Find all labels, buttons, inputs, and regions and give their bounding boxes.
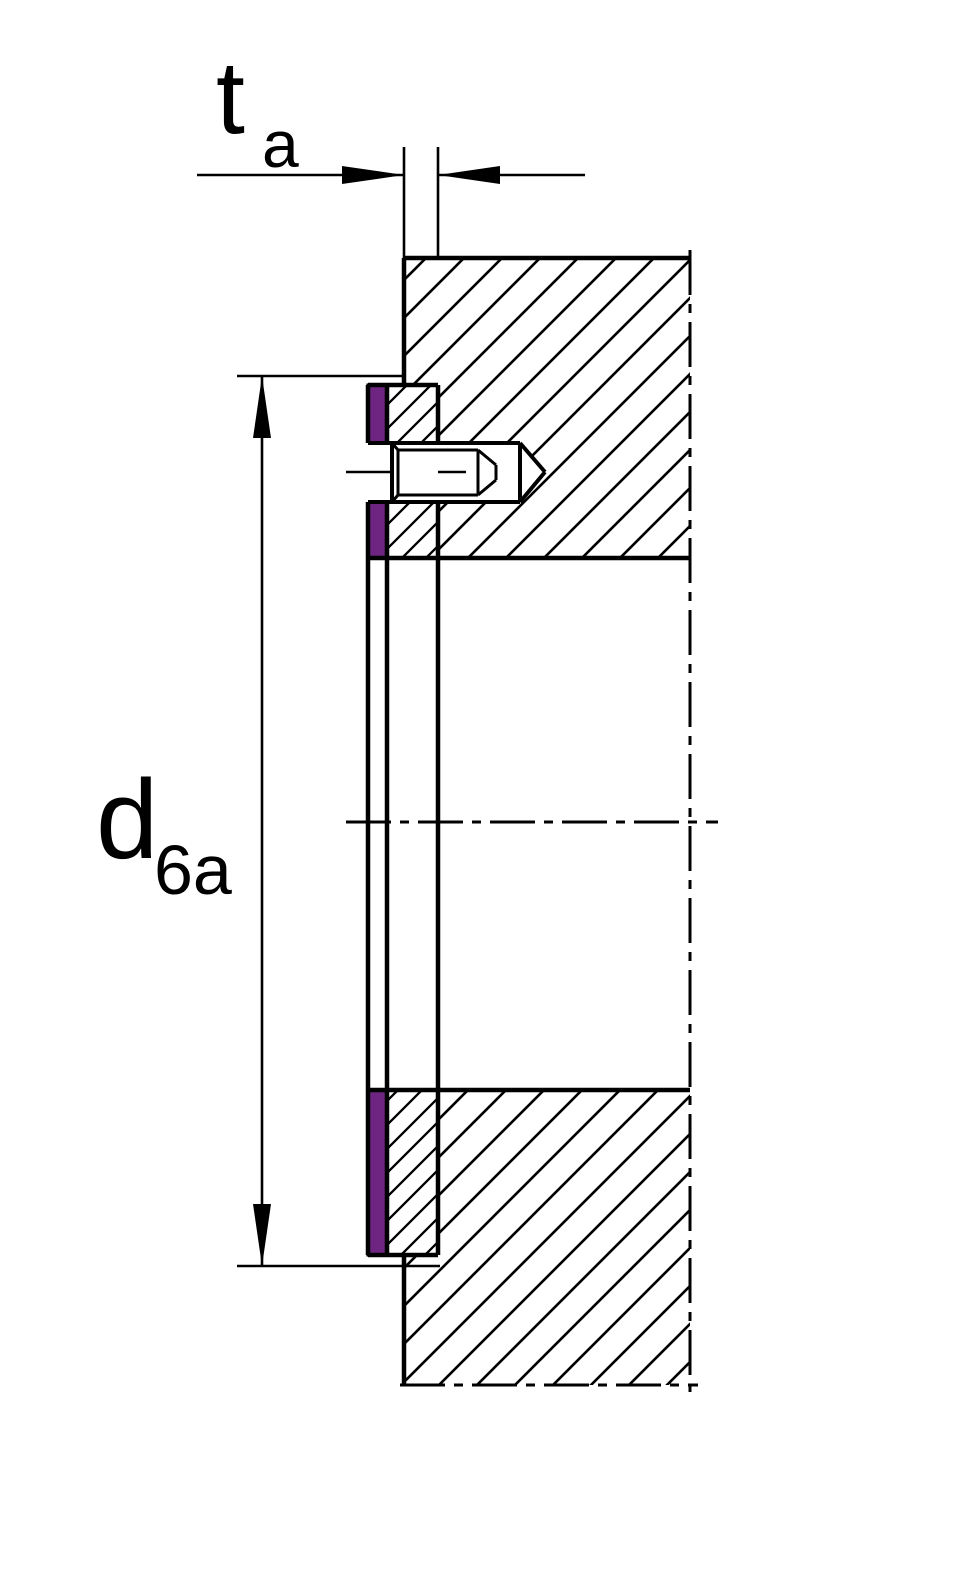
dimension-d6a: d 6a — [96, 374, 440, 1268]
washer-lower-section — [387, 1090, 438, 1255]
arrowhead-left-icon — [438, 166, 500, 184]
dimension-ta: t a — [197, 40, 585, 258]
label-d6a-base: d — [96, 757, 158, 882]
housing-lower-section — [404, 1090, 690, 1385]
label-ta-subscript: a — [262, 107, 299, 181]
label-ta-base: t — [216, 40, 245, 156]
label-d6a-subscript: 6a — [154, 831, 232, 909]
part-outlines — [365, 255, 690, 1385]
set-screw-outline — [368, 441, 547, 504]
arrowhead-up-icon — [253, 376, 271, 438]
housing-upper-section — [404, 258, 690, 558]
ta-extension-lines — [402, 147, 440, 258]
hex-socket-icon — [390, 442, 498, 503]
arrowhead-right-icon — [342, 166, 404, 184]
d6a-extension-lines — [237, 374, 440, 1268]
arrowhead-down-icon — [253, 1204, 271, 1266]
highlight-strip-lower — [366, 1088, 389, 1257]
